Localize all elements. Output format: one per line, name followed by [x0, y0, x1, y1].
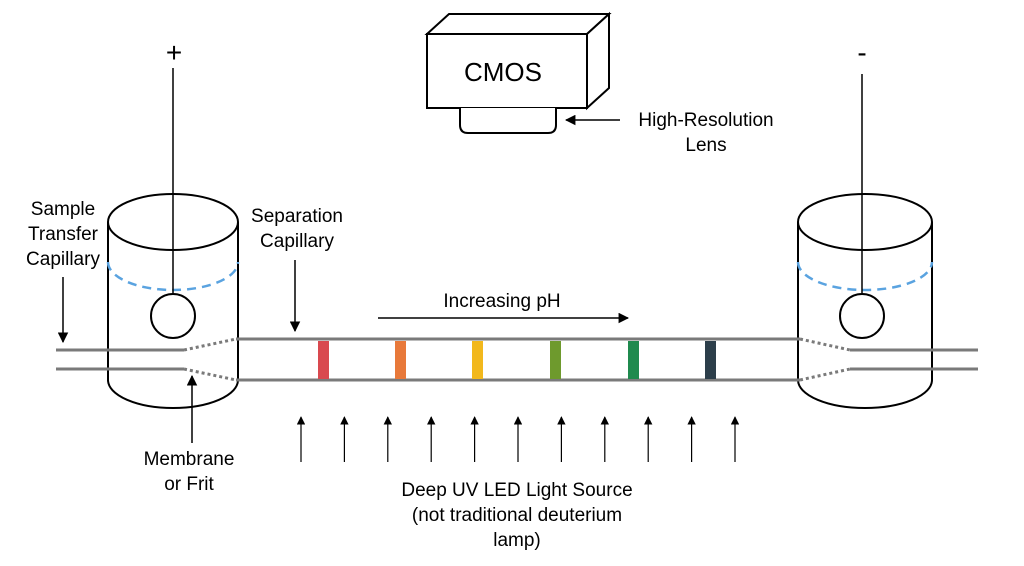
sample-label-line3: Capillary [26, 249, 100, 270]
anode-electrode [150, 293, 196, 339]
membrane-label-line1: Membrane [144, 449, 235, 470]
sample-label-line1: Sample [31, 199, 95, 220]
cmos-camera: CMOS [424, 11, 612, 111]
focused-protein-bands [318, 341, 716, 379]
camera-label: CMOS [464, 57, 542, 87]
separation-capillary [236, 337, 800, 382]
light-label-line1: Deep UV LED Light Source [401, 480, 632, 501]
separation-label-line2: Capillary [260, 231, 334, 252]
uv-light-arrows [296, 416, 740, 462]
band-3 [472, 341, 483, 379]
membrane-left [183, 337, 237, 382]
cathode-sign: - [857, 37, 866, 68]
anode-sign: + [166, 37, 182, 68]
sample-transfer-capillary [56, 348, 184, 371]
light-label-line2: (not traditional deuterium [412, 505, 622, 526]
sample-label-line2: Transfer [28, 224, 99, 245]
lens-label-line1: High-Resolution [638, 110, 773, 131]
outlet-capillary [850, 348, 978, 371]
ph-label: Increasing pH [443, 291, 560, 312]
membrane-right [799, 337, 851, 382]
cathode-buffer-surface [796, 261, 934, 292]
anode-reservoir [106, 68, 240, 409]
lens [459, 108, 557, 134]
separation-label-line1: Separation [251, 206, 343, 227]
band-1 [318, 341, 329, 379]
lens-label-line2: Lens [685, 135, 726, 156]
band-2 [395, 341, 406, 379]
membrane-label-line2: or Frit [164, 474, 214, 495]
band-5 [628, 341, 639, 379]
cathode-reservoir [796, 74, 934, 409]
cathode-electrode [839, 293, 885, 339]
band-6 [705, 341, 716, 379]
light-label-line3: lamp) [493, 530, 541, 551]
band-4 [550, 341, 561, 379]
